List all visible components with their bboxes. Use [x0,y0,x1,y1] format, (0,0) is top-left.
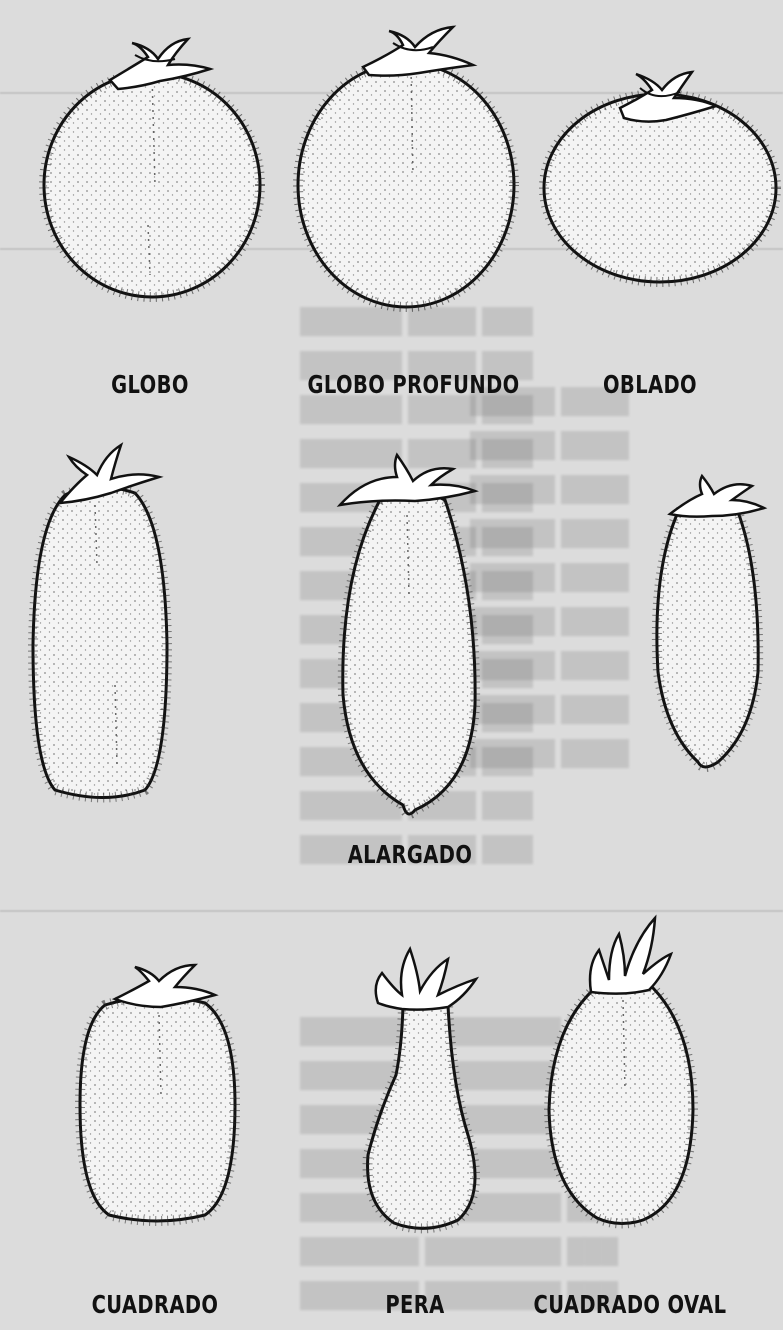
pera-tomato-illustration [358,945,488,1240]
background-text-block: █████ █████████ █████████ █████████ ████… [470,380,629,776]
cuadrado-oval-tomato-illustration [543,910,703,1235]
shape-label-cuadrado-oval: CUADRADO OVAL [529,1290,732,1319]
alargado-tomato-illustration-center [335,455,485,825]
shape-label-cuadrado: CUADRADO [85,1290,225,1319]
shape-label-globo-profundo: GLOBO PROFUNDO [308,370,503,399]
alargado-tomato-illustration-right [648,472,768,772]
alargado-tomato-illustration-left [25,445,175,805]
globo-tomato-illustration [40,35,265,300]
shape-label-globo: GLOBO [80,370,220,399]
cuadrado-tomato-illustration [75,965,240,1230]
shape-label-pera: PERA [364,1290,465,1319]
shape-label-alargado: ALARGADO [340,840,480,869]
oblado-tomato-illustration [540,70,780,285]
shape-label-oblado: OBLADO [580,370,720,399]
globo-profundo-tomato-illustration [293,25,523,310]
